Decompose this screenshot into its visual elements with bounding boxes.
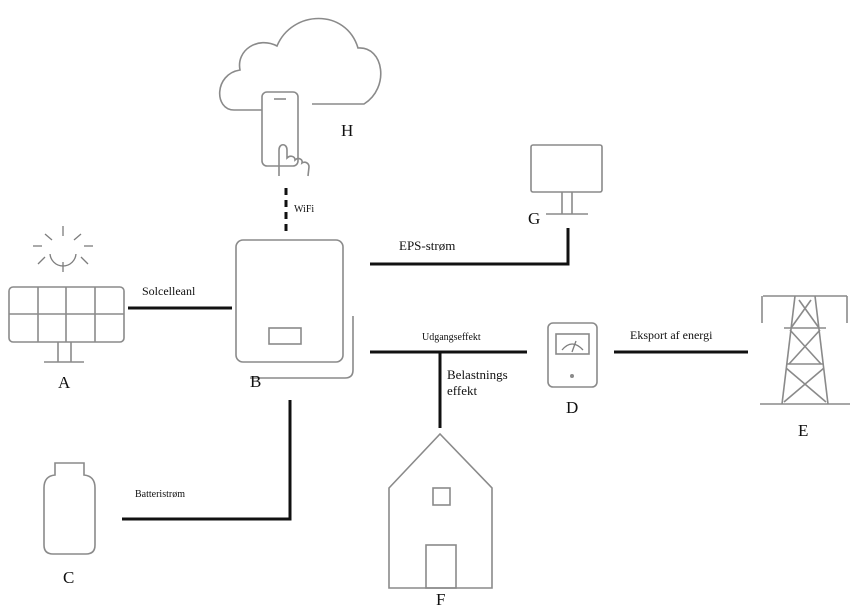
label-export: Eksport af energi: [630, 328, 713, 342]
power-tower-icon: [760, 295, 850, 405]
meter-icon: [547, 322, 598, 388]
label-wifi: WiFi: [294, 204, 314, 215]
house-window: [432, 487, 451, 506]
label-battery: Batteristrøm: [135, 489, 185, 500]
house-door: [425, 544, 457, 589]
meter-body: [547, 322, 598, 388]
connection-lines: [122, 188, 748, 521]
inverter-bracket: [250, 316, 354, 379]
monitor-screen: [530, 144, 603, 193]
cloud-outline: [218, 17, 382, 111]
label-load-1: Belastnings: [447, 367, 508, 382]
cloud-phone-icon: [218, 17, 382, 177]
label-solar: Solcelleanl: [142, 284, 196, 298]
inverter-display: [268, 327, 302, 345]
meter-dot: [570, 374, 574, 378]
label-E: E: [798, 421, 808, 440]
label-H: H: [341, 121, 353, 140]
label-B: B: [250, 372, 261, 391]
inverter-body: [235, 239, 344, 363]
component-labels: H G A B D E C F: [58, 121, 808, 606]
label-output: Udgangseffekt: [422, 332, 481, 343]
connection-labels: WiFi Solcelleanl EPS-strøm Udgangseffekt…: [135, 204, 713, 500]
house-outline: [388, 432, 493, 589]
label-A: A: [58, 373, 71, 392]
label-F: F: [436, 590, 445, 606]
label-G: G: [528, 209, 540, 228]
battery-body: [43, 462, 96, 555]
label-D: D: [566, 398, 578, 417]
label-load-2: effekt: [447, 383, 477, 398]
label-C: C: [63, 568, 74, 587]
meter-dial: [555, 333, 590, 355]
monitor-icon: [530, 144, 603, 215]
hand-icon: [278, 143, 310, 177]
inverter-icon: [235, 239, 354, 379]
solar-panel-icon: [8, 226, 125, 363]
house-icon: [388, 432, 493, 589]
label-eps: EPS-strøm: [399, 238, 455, 253]
battery-line: [122, 400, 292, 521]
phone-outline: [261, 91, 299, 167]
eps-line: [370, 228, 570, 266]
battery-icon: [43, 462, 96, 555]
